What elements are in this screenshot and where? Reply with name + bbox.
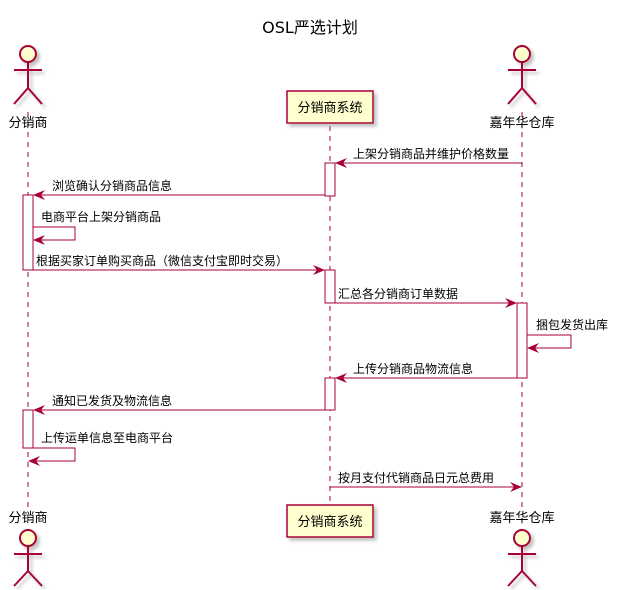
message-label-m7: 上传分销商品物流信息 (353, 361, 473, 376)
message-label-m1: 上架分销商品并维护价格数量 (353, 146, 509, 161)
arrowhead-icon (33, 405, 45, 415)
arrowhead-icon (33, 235, 45, 245)
arrowhead-icon (510, 482, 522, 492)
actor-warehouse-bottom (507, 529, 537, 587)
activation-warehouse-1 (516, 302, 528, 379)
actor-head-icon (19, 45, 37, 63)
activation-distributor-2 (22, 409, 34, 449)
message-m4: 根据买家订单购买商品（微信支付宝即时交易） (33, 253, 325, 275)
arrowhead-icon (313, 265, 325, 275)
message-m6: 捆包发货出库 (527, 317, 608, 353)
participant-box-system-top (286, 90, 374, 124)
message-label-m8: 通知已发货及物流信息 (52, 393, 172, 408)
message-m8: 通知已发货及物流信息 (33, 393, 325, 415)
actor-head-icon (513, 529, 531, 547)
actor-warehouse-top (507, 45, 537, 105)
message-label-m10: 按月支付代销商品日元总费用 (338, 470, 494, 485)
message-label-m6: 捆包发货出库 (536, 317, 608, 332)
message-m5: 汇总各分销商订单数据 (335, 286, 517, 308)
message-m3: 电商平台上架分销商品 (33, 209, 161, 245)
actor-distributor-bottom (13, 529, 43, 587)
participant-label-distributor-bottom: 分销商 (8, 511, 47, 526)
message-m7: 上传分销商品物流信息 (335, 361, 517, 383)
message-label-m9: 上传运单信息至电商平台 (41, 430, 173, 445)
diagram-title: OSL严选计划 (262, 18, 358, 37)
arrowhead-icon (335, 158, 347, 168)
message-m10: 按月支付代销商品日元总费用 (330, 470, 522, 492)
participant-label-distributor-top: 分销商 (8, 116, 47, 131)
message-m9: 上传运单信息至电商平台 (28, 430, 173, 466)
participant-box-system-bottom (286, 504, 374, 538)
participant-label-warehouse-top: 嘉年华仓库 (489, 115, 554, 131)
participant-label-system-bottom: 分销商系统 (297, 515, 362, 530)
arrowhead-icon (335, 373, 347, 383)
message-label-m4: 根据买家订单购买商品（微信支付宝即时交易） (36, 253, 288, 268)
message-label-m5: 汇总各分销商订单数据 (338, 286, 458, 301)
activation-distributor-1 (22, 194, 34, 271)
message-m2: 浏览确认分销商品信息 (33, 178, 325, 200)
arrowhead-icon (505, 298, 517, 308)
activation-system-1 (324, 162, 336, 197)
arrowhead-icon (28, 456, 40, 466)
actor-distributor-top (13, 45, 43, 105)
arrowhead-icon (33, 190, 45, 200)
actor-head-icon (513, 45, 531, 63)
participant-label-warehouse-bottom: 嘉年华仓库 (489, 510, 554, 526)
participant-label-system-top: 分销商系统 (297, 101, 362, 116)
message-label-m3: 电商平台上架分销商品 (41, 209, 161, 224)
activation-system-3 (324, 377, 336, 411)
arrowhead-icon (527, 343, 539, 353)
actor-head-icon (19, 529, 37, 547)
message-label-m2: 浏览确认分销商品信息 (52, 178, 172, 193)
message-m1: 上架分销商品并维护价格数量 (335, 146, 522, 168)
activation-system-2 (324, 269, 336, 304)
